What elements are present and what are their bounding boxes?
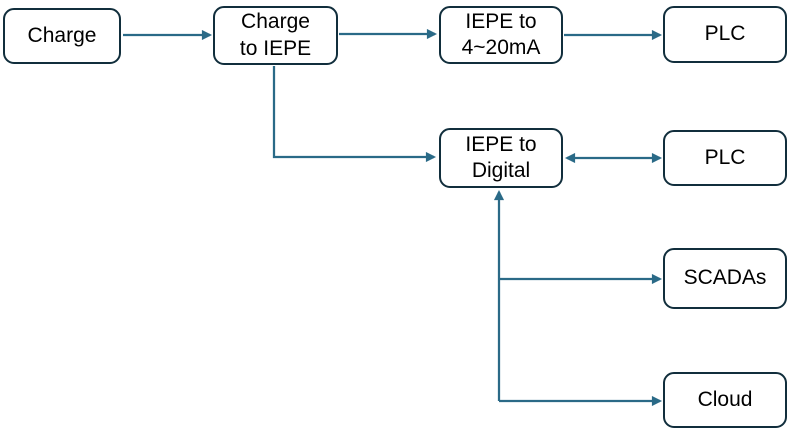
- node-charge-label: Charge: [27, 23, 97, 47]
- node-iepe-to-digital-label: IEPE to Digital: [465, 132, 537, 182]
- node-iepe-to-420ma-label: IEPE to 4~20mA: [461, 9, 541, 59]
- node-scadas-label: SCADAs: [683, 266, 767, 290]
- connector-chargeiepe-to-iepedigital-elbow: [272, 66, 437, 163]
- node-charge-to-iepe: Charge to IEPE: [213, 6, 338, 65]
- node-plc-mid: PLC: [663, 130, 787, 186]
- node-scadas: SCADAs: [663, 248, 787, 309]
- node-cloud-label: Cloud: [697, 387, 753, 411]
- node-charge-to-iepe-label: Charge to IEPE: [239, 10, 312, 60]
- node-iepe-to-digital: IEPE to Digital: [439, 128, 563, 188]
- node-plc-mid-label: PLC: [704, 145, 746, 169]
- node-plc-top: PLC: [663, 6, 787, 63]
- node-plc-top-label: PLC: [704, 22, 746, 46]
- node-charge: Charge: [3, 8, 121, 64]
- node-cloud: Cloud: [663, 372, 787, 428]
- node-iepe-to-420ma: IEPE to 4~20mA: [439, 6, 563, 64]
